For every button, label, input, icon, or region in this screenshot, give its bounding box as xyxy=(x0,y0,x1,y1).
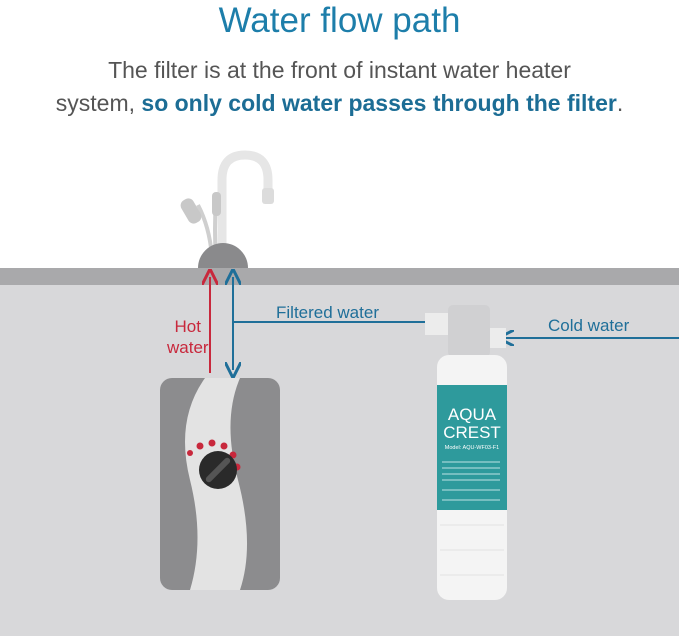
filtered-water-label: Filtered water xyxy=(276,303,379,322)
faucet-icon xyxy=(180,150,274,268)
hot-label-line2: water xyxy=(167,338,209,357)
brand-line1: AQUA xyxy=(448,405,497,424)
water-filter-icon: AQUA CREST Model: AQU-WF03-F1 xyxy=(425,305,507,600)
water-heater-icon xyxy=(160,378,280,590)
subtitle-end: . xyxy=(616,90,624,116)
filter-model: Model: AQU-WF03-F1 xyxy=(445,445,499,451)
brand-line2: CREST xyxy=(443,423,501,442)
subtitle: The filter is at the front of instant wa… xyxy=(0,54,679,120)
subtitle-line1: The filter is at the front of instant wa… xyxy=(108,57,571,83)
page-title: Water flow path xyxy=(218,1,461,40)
subtitle-line2: system, xyxy=(55,90,142,116)
hot-water-label: Hot water xyxy=(167,316,209,358)
cabinet-background xyxy=(0,285,679,636)
hot-label-line1: Hot xyxy=(174,317,201,336)
cold-water-label: Cold water xyxy=(548,316,630,335)
subtitle-highlight: so only cold water passes through the fi… xyxy=(141,90,617,116)
countertop xyxy=(0,268,679,285)
